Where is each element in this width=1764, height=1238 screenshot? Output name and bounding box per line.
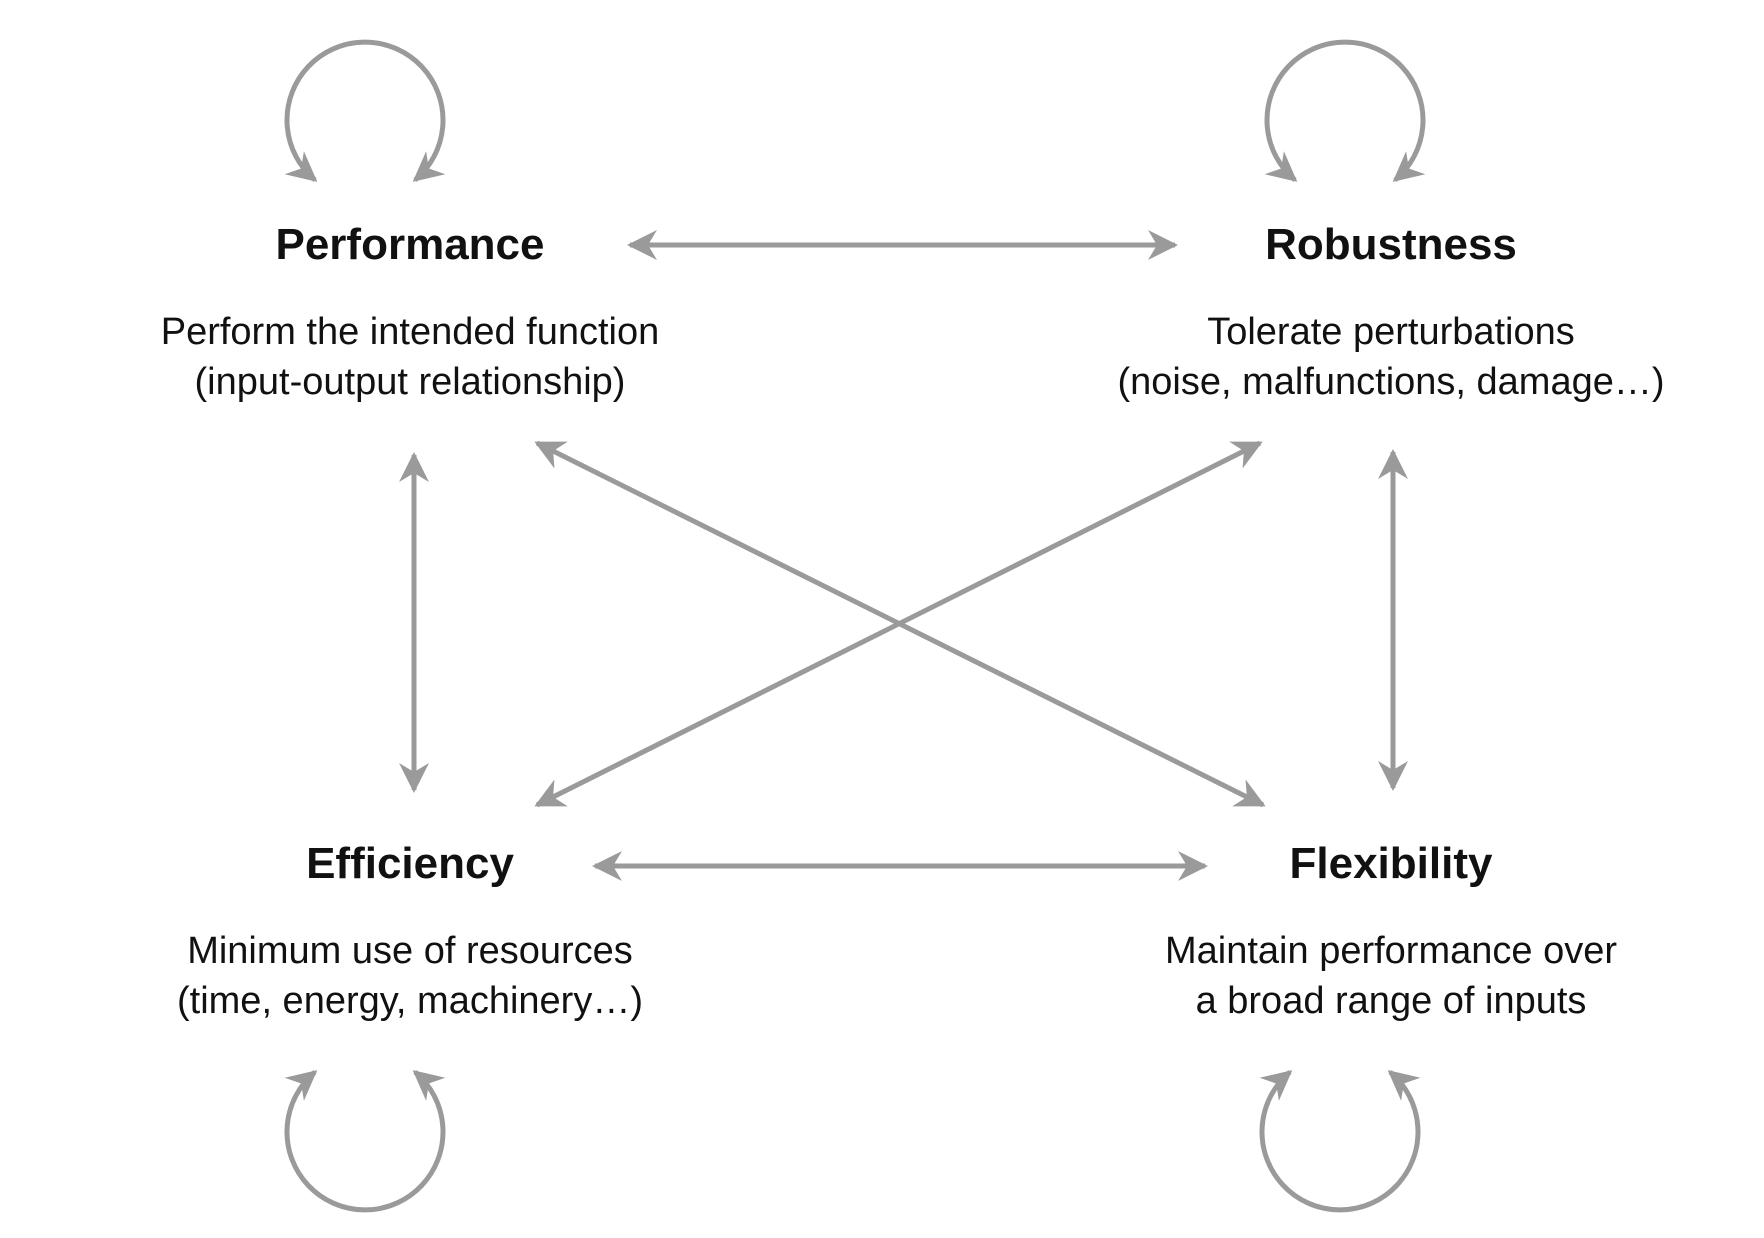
node-description-line: (input-output relationship) <box>194 361 626 403</box>
node-title-flexibility: Flexibility <box>1289 839 1493 888</box>
self-loop-performance-arc <box>284 39 446 182</box>
node-description-line: Maintain performance over <box>1165 930 1617 972</box>
node-description-flexibility: Maintain performance over a broad range … <box>1041 926 1741 1026</box>
node-description-line: Tolerate perturbations <box>1207 311 1575 353</box>
node-description-performance: Perform the intended function (input-out… <box>60 307 760 407</box>
edge-robustness-efficiency <box>534 440 1263 808</box>
node-flexibility: Flexibility Maintain performance over a … <box>1041 838 1741 1026</box>
self-loop-efficiency-arc <box>284 1070 446 1213</box>
node-description-line: a broad range of inputs <box>1195 980 1587 1022</box>
node-title-robustness: Robustness <box>1265 220 1517 269</box>
node-description-robustness: Tolerate perturbations (noise, malfuncti… <box>1041 307 1741 407</box>
node-title-efficiency: Efficiency <box>306 839 514 888</box>
node-performance: Performance Perform the intended functio… <box>60 219 760 407</box>
node-description-line: (noise, malfunctions, damage…) <box>1117 361 1665 403</box>
node-description-line: (time, energy, machinery…) <box>177 980 643 1022</box>
node-description-efficiency: Minimum use of resources (time, energy, … <box>60 926 760 1026</box>
self-loop-robustness-arc <box>1264 39 1426 182</box>
self-loop-flexibility-arc <box>1259 1070 1421 1213</box>
node-efficiency: Efficiency Minimum use of resources (tim… <box>60 838 760 1026</box>
node-robustness: Robustness Tolerate perturbations (noise… <box>1041 219 1741 407</box>
node-description-line: Perform the intended function <box>160 311 660 353</box>
node-title-performance: Performance <box>275 220 545 269</box>
node-description-line: Minimum use of resources <box>187 930 633 972</box>
